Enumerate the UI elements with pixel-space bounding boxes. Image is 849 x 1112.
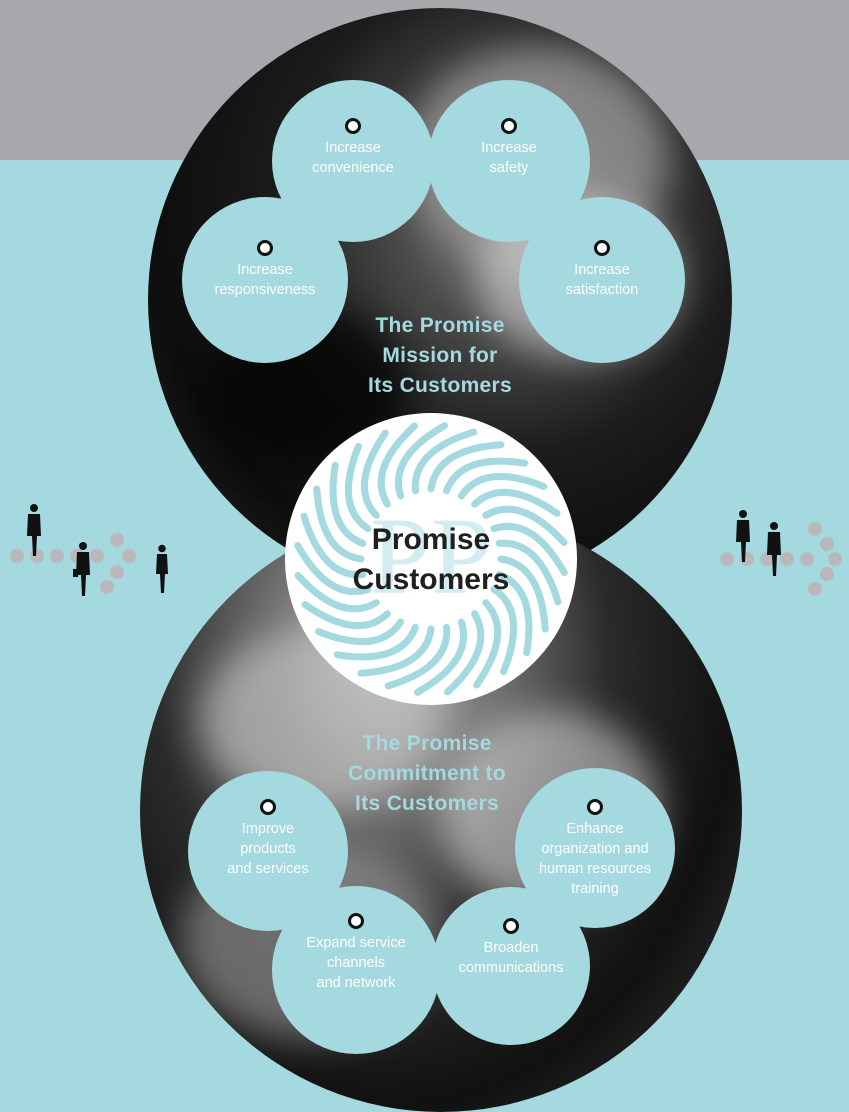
bullet-ring-icon [594, 240, 610, 256]
mission-item-satisfaction: Increase satisfaction [519, 197, 685, 363]
bullet-ring-icon [257, 240, 273, 256]
bullet-ring-icon [345, 118, 361, 134]
commitment-heading: The Promise Commitment to Its Customers [348, 732, 506, 815]
commitment-item-label: Enhance organization and human resources… [538, 821, 652, 897]
walking-person-icon [156, 544, 168, 593]
svg-text:PP: PP [370, 495, 492, 617]
center-logo-disc: PP [285, 413, 577, 705]
bullet-ring-icon [348, 913, 364, 929]
commitment-item-training: Enhance organization and human resources… [515, 768, 675, 928]
mission-item-label: Increase responsiveness [214, 262, 316, 298]
bullet-ring-icon [501, 118, 517, 134]
commitment-item-label: Expand service channels and network [306, 935, 406, 991]
bullet-ring-icon [503, 918, 519, 934]
mission-item-convenience: Increase convenience [272, 80, 434, 242]
commitment-item-label: Broaden communications [458, 940, 564, 976]
walking-person-icon [73, 542, 90, 596]
bullet-ring-icon [587, 799, 603, 815]
mission-heading: The Promise Mission for Its Customers [368, 314, 512, 397]
walking-person-icon [27, 504, 41, 556]
pp-swirl-logo-icon: PP [294, 422, 568, 696]
mission-item-label: Increase convenience [312, 140, 394, 176]
walking-person-icon [767, 522, 781, 576]
walking-person-icon [736, 510, 750, 562]
bullet-ring-icon [260, 799, 276, 815]
mission-item-label: Increase satisfaction [565, 262, 639, 298]
commitment-item-communications: Broaden communications [432, 887, 590, 1045]
center-title: Promise Customers [352, 523, 510, 596]
commitment-item-products: Improve products and services [188, 771, 348, 931]
commitment-item-label: Improve products and services [227, 821, 309, 877]
commitment-item-channels: Expand service channels and network [272, 886, 440, 1054]
mission-item-label: Increase safety [481, 140, 537, 176]
mission-item-responsiveness: Increase responsiveness [182, 197, 348, 363]
